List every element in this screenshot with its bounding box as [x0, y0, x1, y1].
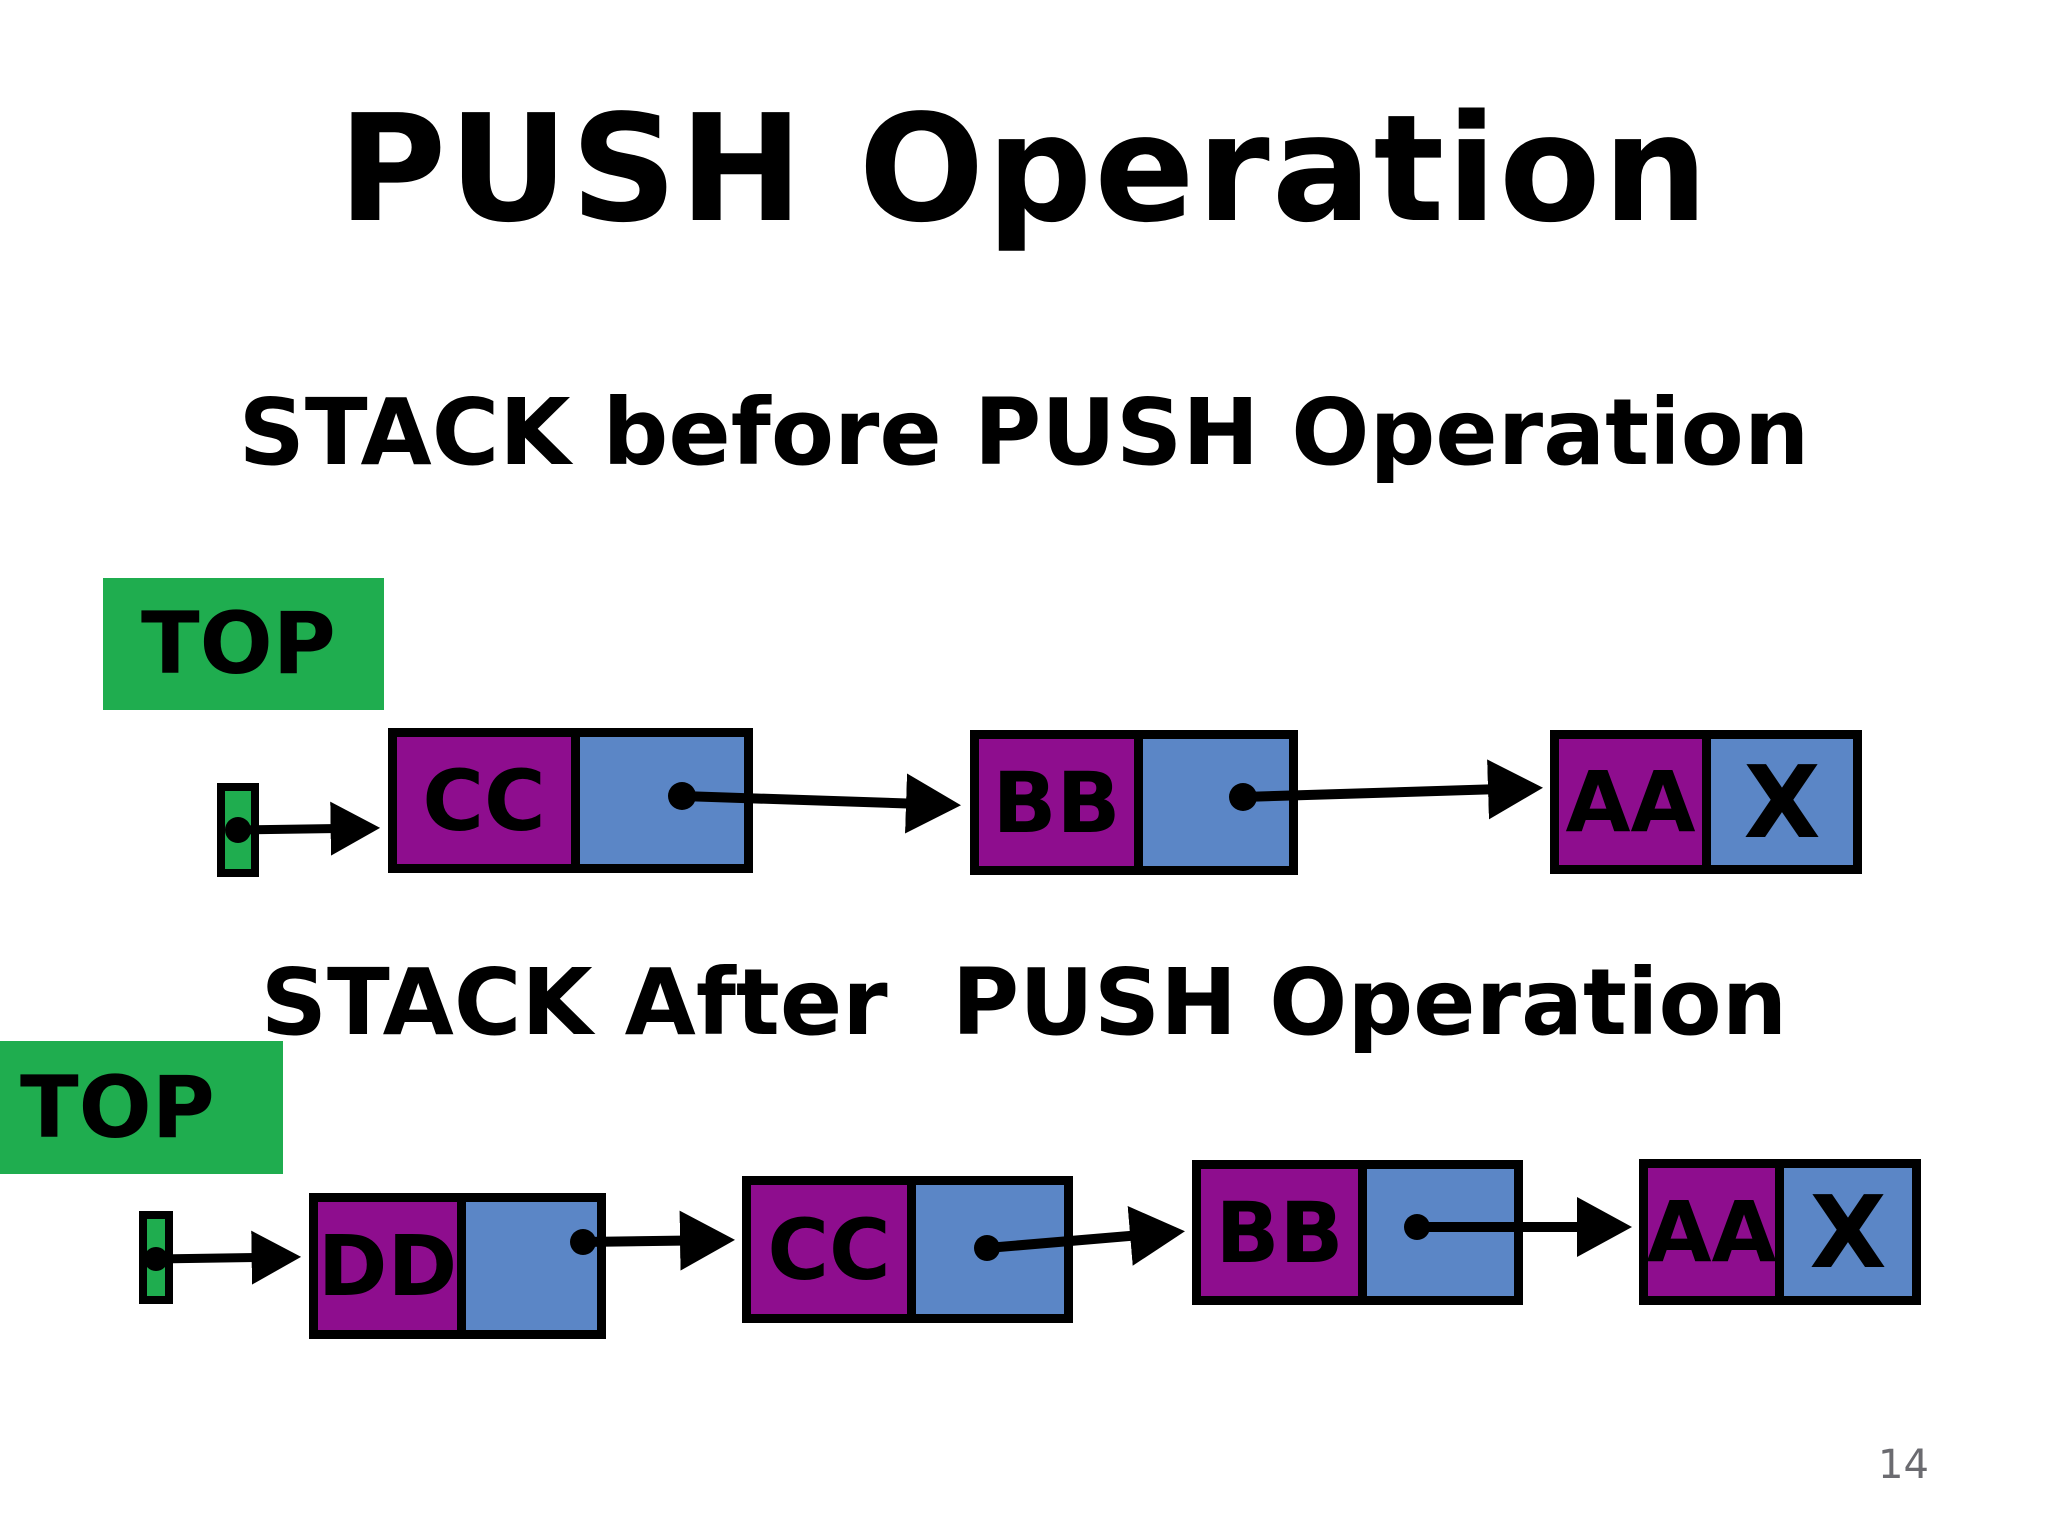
before-top-box: TOP — [103, 578, 384, 710]
after-node-aa: AA X — [1639, 1159, 1921, 1305]
before-node-bb: BB — [970, 730, 1298, 875]
after-node-bb: BB — [1192, 1160, 1523, 1305]
after-top-label: TOP — [20, 1057, 215, 1158]
after-node-aa-data-cell: AA — [1646, 1168, 1784, 1296]
after-node-bb-next-cell — [1367, 1169, 1514, 1296]
before-node-bb-data-cell: BB — [979, 739, 1143, 866]
before-node-cc: CC — [388, 728, 753, 873]
after-node-dd-next-cell — [466, 1202, 597, 1330]
after-subtitle: STACK After PUSH Operation — [260, 949, 1788, 1056]
after-node-cc: CC — [742, 1176, 1073, 1323]
before-node-aa-data-cell: AA — [1559, 739, 1711, 865]
after-node-dd: DD — [309, 1193, 606, 1339]
after-top-pointer-cell — [139, 1211, 173, 1304]
after-node-aa-null-marker: X — [1784, 1168, 1912, 1296]
before-subtitle: STACK before PUSH Operation — [238, 379, 1810, 486]
before-top-label: TOP — [141, 594, 336, 694]
page-number: 14 — [1878, 1442, 1929, 1488]
after-node-dd-data-cell: DD — [318, 1202, 466, 1330]
slide-title: PUSH Operation — [337, 83, 1711, 255]
after-node-bb-data-cell: BB — [1201, 1169, 1367, 1296]
after-node-cc-next-cell — [916, 1185, 1064, 1314]
before-node-cc-data-cell: CC — [397, 737, 580, 864]
before-node-cc-next-cell — [580, 737, 744, 864]
before-node-aa: AA X — [1550, 730, 1862, 874]
after-node-cc-data-cell: CC — [751, 1185, 916, 1314]
before-node-aa-null-marker: X — [1711, 739, 1853, 865]
before-top-pointer-cell — [217, 783, 259, 877]
before-node-bb-next-cell — [1143, 739, 1289, 866]
after-top-box: TOP — [0, 1041, 283, 1174]
